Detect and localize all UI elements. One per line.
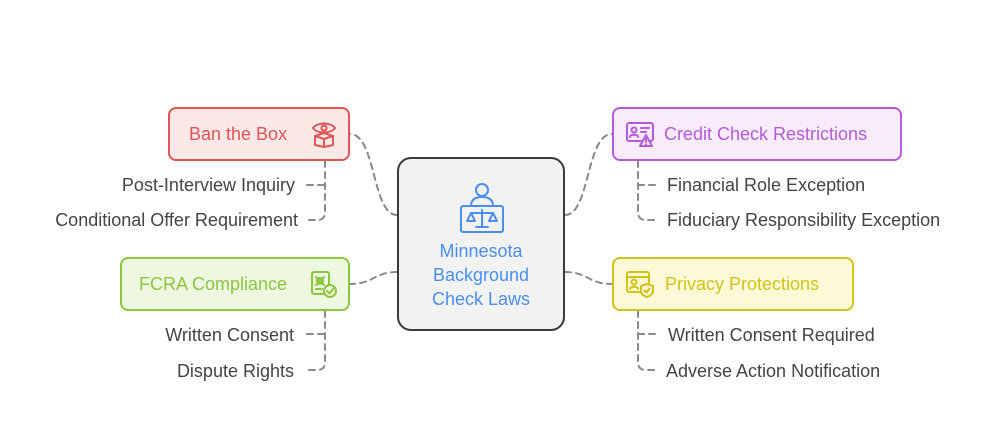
branch-credit-check-restrictions: Credit Check Restrictions	[612, 107, 902, 161]
center-title-line: Background	[432, 265, 530, 285]
connector-privacy-sub	[637, 310, 657, 371]
document-check-icon	[309, 270, 337, 298]
connector-fcra-sub	[306, 310, 326, 371]
id-card-warning-icon	[626, 120, 654, 148]
branch-fcra-compliance: FCRA Compliance	[120, 257, 350, 311]
branch-privacy-protections: Privacy Protections	[612, 257, 854, 311]
branch-label: Ban the Box	[189, 123, 288, 144]
privacy-item: Adverse Action Notification	[666, 361, 881, 381]
ban-item: Conditional Offer Requirement	[55, 210, 298, 230]
credit-item: Financial Role Exception	[667, 175, 866, 195]
center-node: Minnesota Background Check Laws	[397, 157, 565, 331]
branch-ban-the-box: Ban the Box	[168, 107, 350, 161]
connector-fcra	[349, 271, 398, 285]
branch-label: Privacy Protections	[665, 273, 820, 294]
connector-ban-sub	[306, 160, 326, 221]
ban-item: Post-Interview Inquiry	[121, 175, 295, 195]
profile-shield-icon	[626, 270, 654, 298]
privacy-item: Written Consent Required	[668, 325, 875, 345]
connector-ban-the-box	[349, 133, 398, 216]
fcra-item: Dispute Rights	[176, 361, 294, 381]
connector-credit	[564, 133, 613, 216]
center-title-line: Minnesota	[439, 241, 523, 261]
center-title-line: Check Laws	[431, 289, 531, 309]
branch-label: Credit Check Restrictions	[664, 123, 868, 144]
branch-label: FCRA Compliance	[139, 273, 288, 294]
eye-box-icon	[310, 120, 338, 148]
justice-scale-person-icon	[458, 182, 506, 234]
connector-privacy	[564, 271, 613, 285]
center-title: Minnesota Background Check Laws	[399, 239, 563, 311]
fcra-item: Written Consent	[165, 325, 294, 345]
connector-credit-sub	[637, 160, 657, 221]
credit-item: Fiduciary Responsibility Exception	[667, 210, 941, 230]
